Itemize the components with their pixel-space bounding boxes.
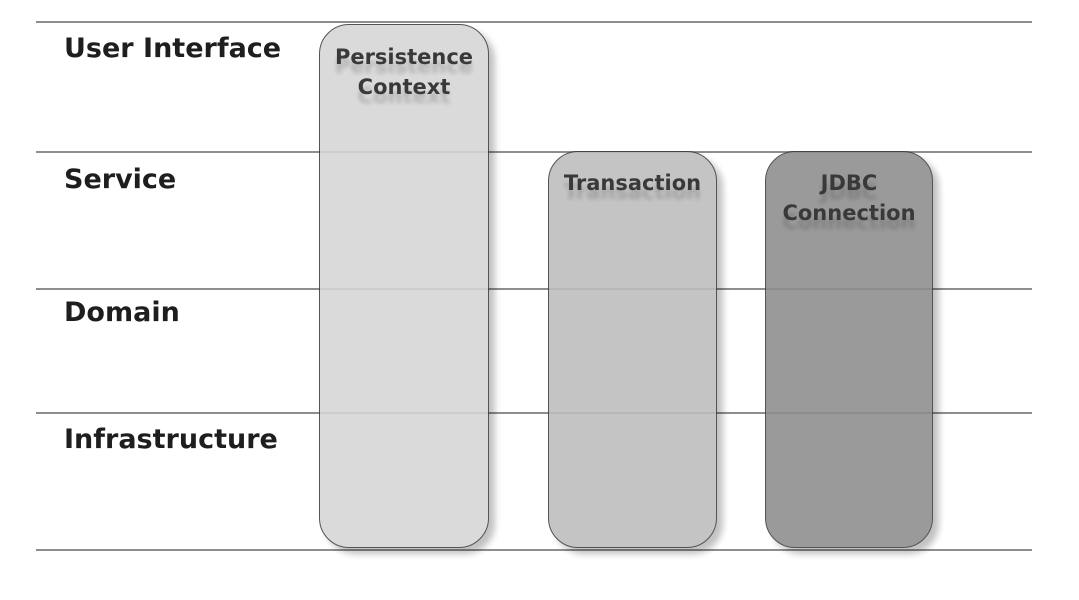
layer-divider-3: [36, 412, 1032, 414]
jdbc-connection-title: JDBC Connection: [766, 168, 932, 228]
layer-divider-top: [36, 21, 1032, 23]
persistence-context-column: Persistence Context: [319, 24, 489, 548]
transaction-title: Transaction: [549, 168, 716, 198]
transaction-title-line-1: Transaction: [563, 171, 702, 195]
layer-divider-2: [36, 288, 1032, 290]
persistence-context-title-line-2: Context: [357, 75, 451, 99]
jdbc-connection-title-line-1: JDBC: [820, 171, 878, 195]
layer-divider-bottom: [36, 549, 1032, 551]
layer-label-infrastructure: Infrastructure: [64, 424, 278, 455]
persistence-context-title-line-1: Persistence: [334, 45, 474, 69]
layer-label-service: Service: [64, 164, 177, 195]
jdbc-connection-column: JDBC Connection: [765, 151, 933, 548]
layer-divider-1: [36, 151, 1032, 153]
layer-label-user-interface: User Interface: [64, 33, 282, 64]
jdbc-connection-title-line-2: Connection: [782, 201, 916, 225]
persistence-context-title: Persistence Context: [320, 42, 488, 102]
transaction-column: Transaction: [548, 151, 717, 548]
layer-label-domain: Domain: [64, 297, 180, 328]
